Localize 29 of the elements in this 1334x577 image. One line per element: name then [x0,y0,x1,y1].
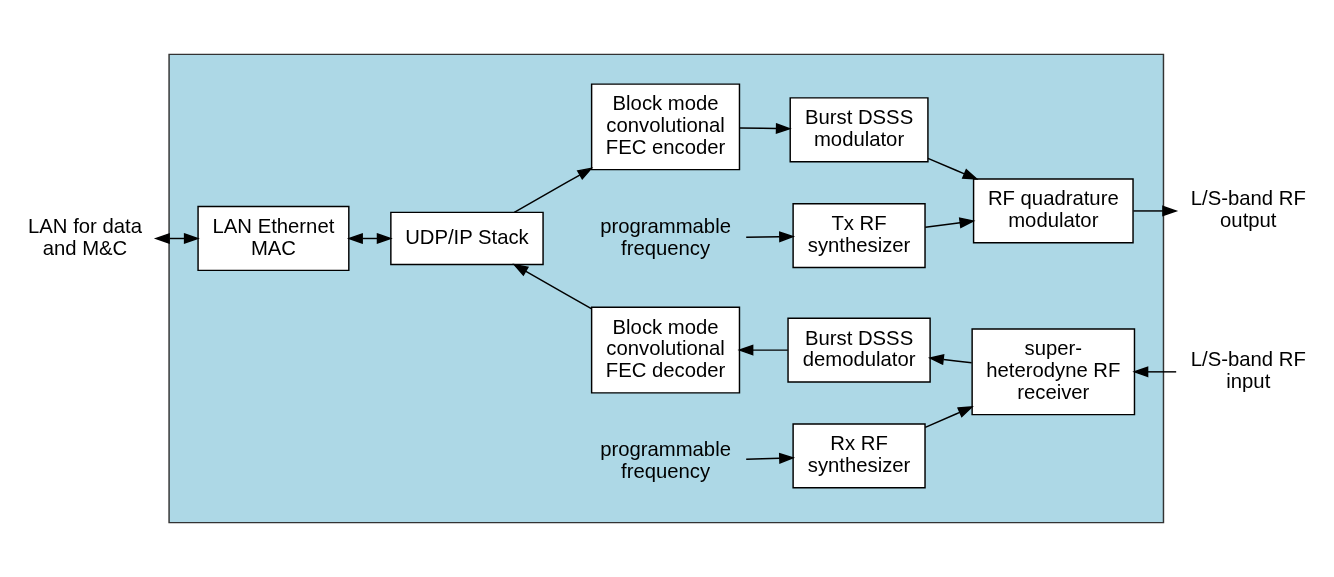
node-text: L/S-band RF output [1190,187,1306,232]
arrow [927,157,979,180]
node-text: L/S-band RF input [1190,348,1306,393]
node-box: Tx RF synthesizer [792,202,926,269]
node-text: LAN for data and M&C [28,214,142,259]
node-box: super-heterodyne RF receiver [971,328,1136,416]
arrow [737,344,789,356]
arrow [512,263,593,310]
node-box: LAN Ethernet MAC [197,205,350,272]
node-box: RF quadrature modulator [972,178,1134,244]
arrow [346,232,393,245]
arrow [1132,205,1179,217]
arrow [745,452,796,464]
node-box: Burst DSSS modulator [789,97,929,163]
node-box: Block mode convolutional FEC decoder [590,306,741,394]
arrow [924,406,974,429]
arrow [924,217,976,229]
arrow [745,231,796,243]
arrow [1132,366,1177,378]
arrow [927,354,973,366]
node-text: programmable frequency [600,438,731,482]
node-box: Rx RF synthesizer [792,423,926,489]
arrow [513,167,594,214]
arrow [738,122,792,135]
node-box: UDP/IP Stack [390,211,544,266]
node-box: Burst DSSS demodulator [787,317,931,383]
node-box: Block mode convolutional FEC encoder [590,83,741,171]
arrow [153,232,200,245]
node-text: programmable frequency [600,214,731,259]
